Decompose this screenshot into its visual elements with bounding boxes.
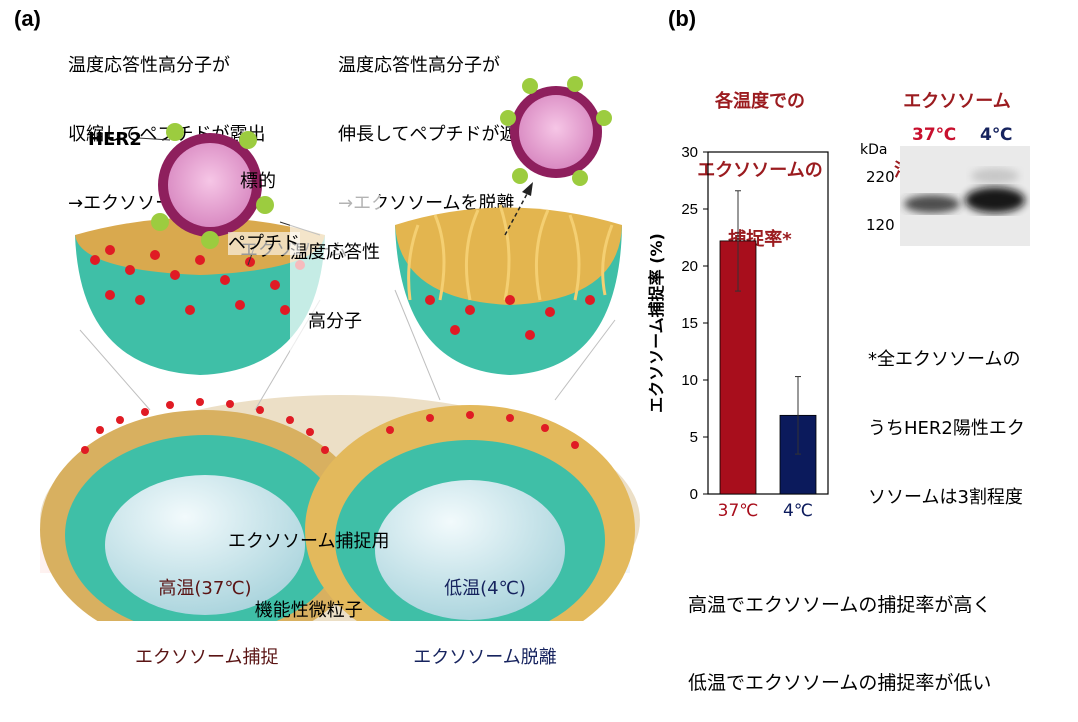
- label-line: 温度応答性: [290, 242, 380, 263]
- mechanism-illustration: [40, 76, 640, 621]
- condition-line: 高温(37℃): [158, 578, 252, 599]
- label-line: 機能性微粒子: [254, 600, 363, 621]
- left-zoom-bowl: [75, 217, 325, 375]
- y-tick-label: 10: [681, 372, 698, 389]
- footnote-line: *全エクソソームの: [868, 349, 1021, 370]
- y-tick-label: 5: [690, 429, 698, 446]
- y-tick-label: 20: [681, 258, 698, 275]
- conclusion-line: 低温でエクソソームの捕捉率が低い: [688, 672, 992, 694]
- condition-line: エクソソーム脱離: [413, 647, 557, 668]
- y-tick-label: 25: [681, 201, 698, 218]
- release-arrowhead: [522, 182, 533, 196]
- condition-line: エクソソーム捕捉: [135, 647, 279, 668]
- title-line: 各温度での: [715, 91, 805, 112]
- high-temp-label: 高温(37℃) エクソソーム捕捉: [135, 531, 279, 692]
- conclusion: 高温でエクソソームの捕捉率が高く 低温でエクソソームの捕捉率が低い: [688, 540, 991, 722]
- y-tick-label: 30: [681, 144, 698, 161]
- title-line: エクソソーム: [903, 91, 1011, 112]
- caption-line: 温度応答性高分子が: [68, 55, 230, 76]
- right-zoom-bowl: [395, 204, 622, 375]
- her2-label: HER2: [88, 129, 142, 150]
- band-37c: [904, 195, 960, 213]
- particle-label: エクソソーム捕捉用 機能性微粒子: [228, 484, 389, 645]
- label-line: 標的: [240, 171, 276, 192]
- conclusion-line: 高温でエクソソームの捕捉率が高く: [688, 594, 992, 616]
- low-temp-label: 低温(4℃) エクソソーム脱離: [410, 531, 560, 692]
- y-tick-label: 0: [690, 486, 698, 503]
- release-arrow: [504, 191, 529, 236]
- caption-line: →エクソソームを脱離: [338, 193, 515, 214]
- left-particle: [40, 410, 370, 621]
- panel-b-label: (b): [668, 6, 697, 31]
- bound-exosome: [151, 123, 274, 249]
- blot-lane-4: 4℃: [980, 125, 1013, 145]
- x-tick-label: 4℃: [783, 501, 813, 521]
- footnote-line: ソソームは3割程度: [868, 487, 1023, 508]
- released-exosome: [500, 76, 612, 186]
- label-line: エクソソーム捕捉用: [228, 531, 390, 552]
- band-4c: [965, 187, 1025, 213]
- caption-line: 伸長してペプチドが遮蔽: [338, 124, 536, 145]
- condition-line: 低温(4℃): [444, 578, 526, 599]
- label-line: 高分子: [308, 311, 362, 332]
- blot-lane-37: 37℃: [912, 125, 957, 145]
- right-particle: [305, 405, 635, 621]
- x-tick-label: 37℃: [718, 501, 759, 521]
- y-axis-label: エクソソーム捕捉率 (%): [647, 233, 666, 413]
- blot-marker-120: 120: [866, 216, 895, 234]
- title-line: エクソソームの: [697, 160, 823, 181]
- blot-unit: kDa: [860, 142, 888, 158]
- y-tick-label: 15: [681, 315, 698, 332]
- panel-a-label: (a): [14, 6, 41, 31]
- caption-line: 温度応答性高分子が: [338, 55, 500, 76]
- polymer-label: 温度応答性 高分子: [290, 195, 380, 356]
- peptide-label: ペプチド: [228, 232, 300, 255]
- blot-marker-220: 220: [866, 168, 895, 186]
- bottom-peptides: [81, 398, 579, 454]
- capture-rate-chart: 0 5 10 15 20 25 30 エクソソーム捕捉率 (%) 37℃ 4℃: [647, 144, 829, 521]
- footnote: *全エクソソームの うちHER2陽性エク ソソームは3割程度: [868, 302, 1025, 532]
- footnote-line: うちHER2陽性エク: [868, 418, 1025, 439]
- western-blot-image: [900, 146, 1030, 246]
- top-right-caption: 温度応答性高分子が 伸長してペプチドが遮蔽 →エクソソームを脱離: [338, 8, 535, 238]
